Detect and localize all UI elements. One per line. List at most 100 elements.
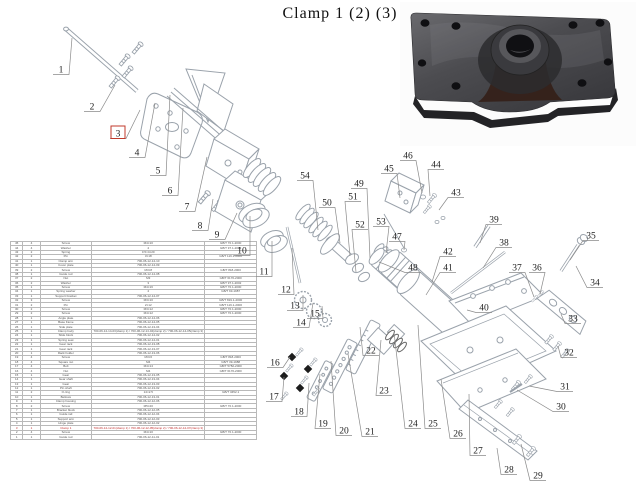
callout-2: 2 — [84, 84, 116, 113]
callout-29: 29 — [520, 443, 546, 482]
svg-text:10: 10 — [237, 247, 247, 257]
part-screws-30-31 — [509, 373, 534, 393]
part-bellows-10 — [238, 158, 282, 229]
callout-8: 8 — [192, 198, 214, 232]
callout-19: 19 — [314, 373, 331, 430]
photo-plate-side-face — [413, 88, 618, 128]
callout-54: 54 — [297, 172, 319, 231]
callout-48: 48 — [378, 261, 421, 274]
svg-text:28: 28 — [504, 466, 514, 476]
svg-text:42: 42 — [443, 248, 453, 258]
svg-text:52: 52 — [355, 221, 365, 231]
part-angle-bar-28-29 — [458, 398, 538, 461]
callout-37: 37 — [509, 264, 535, 298]
svg-text:13: 13 — [290, 302, 300, 312]
callout-21: 21 — [347, 353, 378, 438]
svg-text:44: 44 — [431, 161, 441, 171]
callout-24: 24 — [393, 331, 421, 430]
svg-text:38: 38 — [499, 239, 509, 249]
callout-25: 25 — [417, 324, 441, 430]
svg-text:40: 40 — [479, 304, 489, 314]
part-pin-12 — [285, 226, 302, 284]
photo-bolt-holes — [417, 19, 613, 90]
callout-42: 42 — [431, 248, 456, 283]
svg-text:46: 46 — [403, 152, 413, 162]
callout-14: 14 — [293, 302, 314, 329]
svg-text:25: 25 — [428, 420, 438, 430]
part-racks-19-22 — [306, 319, 381, 402]
callout-45: 45 — [381, 165, 401, 199]
svg-text:5: 5 — [156, 167, 161, 177]
svg-text:22: 22 — [366, 347, 376, 357]
part-plate-40 — [448, 272, 545, 326]
svg-text:47: 47 — [392, 233, 402, 243]
svg-text:43: 43 — [451, 189, 461, 199]
svg-text:9: 9 — [215, 231, 220, 241]
callout-15: 15 — [307, 305, 324, 320]
part-spring-54 — [295, 203, 333, 242]
callout-23: 23 — [375, 339, 392, 397]
svg-text:32: 32 — [564, 349, 574, 359]
callout-27: 27 — [468, 393, 486, 457]
svg-text:36: 36 — [532, 264, 542, 274]
callout-30: 30 — [516, 389, 569, 413]
svg-text:18: 18 — [294, 408, 304, 418]
svg-text:30: 30 — [556, 403, 566, 413]
photo-hole-glint — [510, 49, 531, 53]
svg-text:6: 6 — [168, 187, 173, 197]
svg-text:2: 2 — [90, 103, 95, 113]
svg-text:37: 37 — [512, 264, 522, 274]
callout-11: 11 — [256, 241, 273, 278]
callout-40: 40 — [466, 304, 492, 314]
callout-51: 51 — [344, 193, 361, 257]
callout-47: 47 — [389, 233, 406, 251]
callout-9: 9 — [209, 212, 238, 241]
part-bracket-33 — [536, 289, 587, 336]
svg-text:49: 49 — [354, 180, 364, 190]
callout-33: 33 — [560, 313, 581, 325]
callout-1: 1 — [53, 37, 73, 76]
svg-text:12: 12 — [281, 286, 291, 296]
part-shaft-50 — [320, 233, 354, 263]
svg-text:29: 29 — [533, 472, 543, 482]
svg-text:17: 17 — [269, 393, 279, 403]
callout-36: 36 — [529, 264, 546, 295]
svg-text:24: 24 — [408, 420, 418, 430]
svg-text:39: 39 — [489, 216, 499, 226]
callout-44: 44 — [427, 161, 444, 197]
part-bolt-34-35 — [559, 233, 589, 272]
callout-53: 53 — [373, 218, 390, 254]
svg-text:33: 33 — [568, 315, 578, 325]
callout-16: 16 — [267, 356, 291, 369]
svg-text:41: 41 — [443, 264, 453, 274]
callout-20: 20 — [330, 360, 352, 437]
callout-34: 34 — [575, 265, 603, 289]
callout-10: 10 — [234, 216, 251, 257]
svg-text:27: 27 — [473, 447, 483, 457]
part-frames-25-26-27 — [420, 305, 557, 414]
svg-text:54: 54 — [300, 172, 310, 182]
part-nuts-16-17-18 — [279, 346, 322, 401]
svg-text:8: 8 — [198, 222, 203, 232]
svg-text:53: 53 — [376, 218, 386, 228]
callout-32: 32 — [557, 345, 577, 359]
callout-6: 6 — [162, 107, 184, 197]
svg-text:20: 20 — [339, 427, 349, 437]
part-block-45 — [383, 172, 425, 249]
callout-46: 46 — [400, 152, 423, 194]
callout-41: 41 — [425, 264, 456, 296]
svg-text:4: 4 — [135, 149, 140, 159]
svg-text:21: 21 — [365, 428, 375, 438]
svg-text:26: 26 — [453, 430, 463, 440]
callout-49: 49 — [351, 180, 371, 259]
part-rings-11 — [260, 230, 288, 253]
part-discs-49-51-52 — [345, 253, 371, 283]
callout-18: 18 — [291, 382, 310, 418]
